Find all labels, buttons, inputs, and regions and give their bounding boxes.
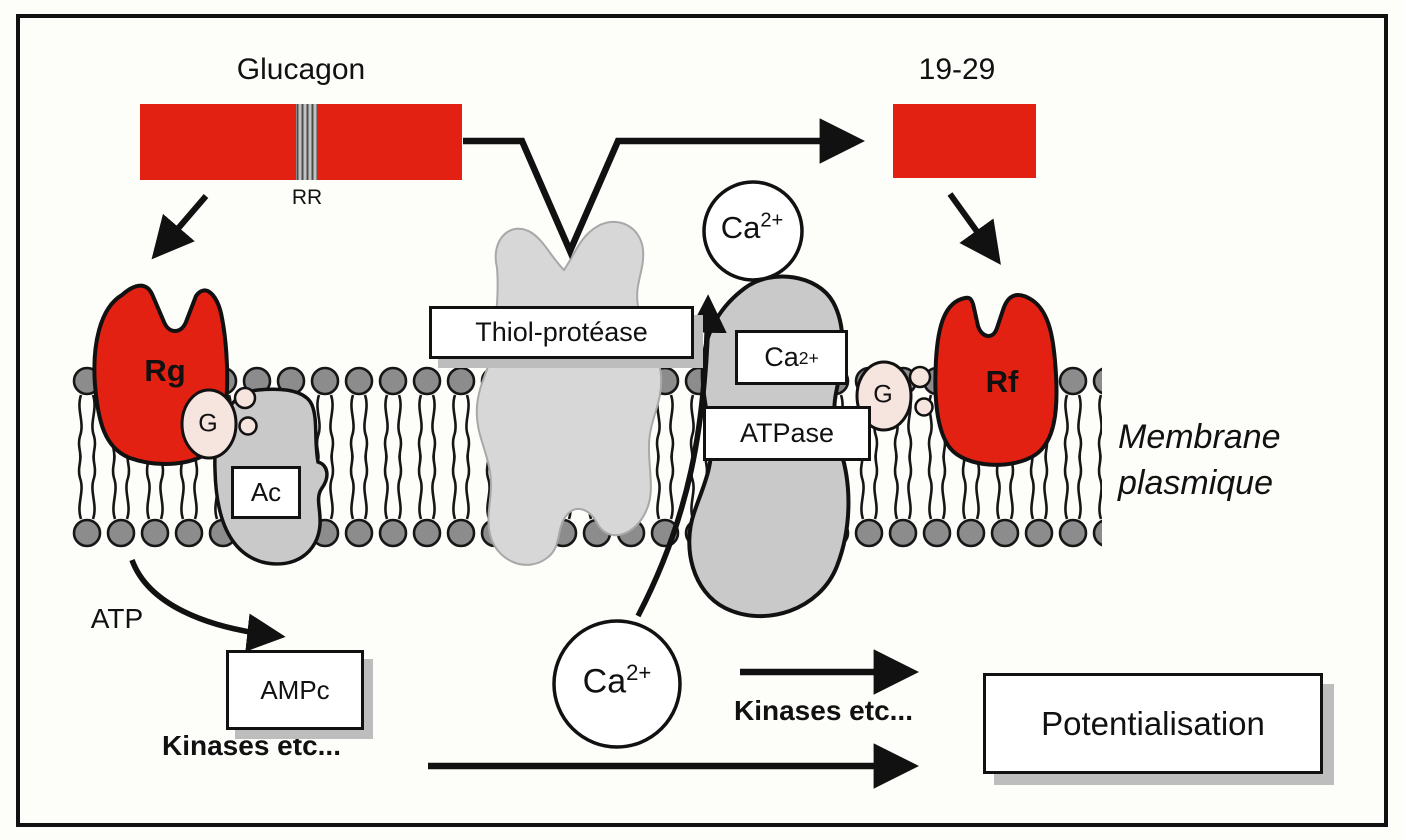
ca-base: Ca xyxy=(582,662,627,701)
g-subunit-icon xyxy=(908,365,932,389)
arrow-glucagon-to-rg xyxy=(151,194,209,260)
calcium-bottom-circle xyxy=(552,619,682,749)
ca-sup: 2+ xyxy=(626,660,652,686)
ca-base: Ca xyxy=(764,342,799,372)
g-subunit-icon xyxy=(914,397,934,417)
kinases-left-label: Kinases etc... xyxy=(162,730,341,761)
ca-sup: 2+ xyxy=(760,209,784,232)
potentialisation-label: Potentialisation xyxy=(1041,704,1265,742)
ac-label: Ac xyxy=(250,477,282,507)
arrow-atp-to-ampc xyxy=(129,559,286,652)
receptor-rf-shape xyxy=(933,293,1059,467)
thiol-protease-label: Thiol-protéase xyxy=(475,317,648,347)
kinases-right-label: Kinases etc... xyxy=(734,695,913,726)
thiol-protease-shape xyxy=(475,220,663,566)
receptor-rg-label: Rg xyxy=(144,353,186,388)
g-protein-left-label: G xyxy=(198,409,218,438)
atpase-label: ATPase xyxy=(739,418,835,448)
receptor-rf-label: Rf xyxy=(985,364,1019,399)
calcium-top-circle xyxy=(702,180,804,282)
g-subunit-icon xyxy=(233,386,257,410)
arrow-calcium-flux xyxy=(635,294,727,618)
fragment-bar xyxy=(893,104,1036,178)
calcium-top-label: Ca2+ xyxy=(721,210,784,246)
arrow-glucagon-to-fragment xyxy=(463,118,866,260)
calcium-bottom-label: Ca2+ xyxy=(582,660,652,702)
ca-base: Ca xyxy=(720,210,761,245)
fragment-label: 19-29 xyxy=(918,53,996,86)
ampc-box: AMPc xyxy=(226,650,364,730)
g-protein-right-label: G xyxy=(873,380,893,409)
membrane-plasmique-label: Membrane plasmique xyxy=(1118,415,1281,507)
atpase-box: ATPase xyxy=(703,406,871,461)
glucagon-bar xyxy=(140,104,462,180)
glucagon-label: Glucagon xyxy=(236,53,366,86)
ampc-label: AMPc xyxy=(260,674,330,705)
g-protein-left xyxy=(180,386,258,460)
thiol-protease-box: Thiol-protéase xyxy=(429,306,694,359)
ac-box: Ac xyxy=(231,466,301,519)
membrane-label-line2: plasmique xyxy=(1118,463,1273,502)
atp-label: ATP xyxy=(90,603,144,634)
potentialisation-box: Potentialisation xyxy=(983,673,1323,774)
rr-cleavage-site xyxy=(296,104,317,180)
rr-label: RR xyxy=(291,186,323,209)
arrow-fragment-to-rf xyxy=(947,192,1001,265)
membrane-label-line1: Membrane xyxy=(1118,418,1281,456)
g-subunit-icon xyxy=(238,416,258,436)
